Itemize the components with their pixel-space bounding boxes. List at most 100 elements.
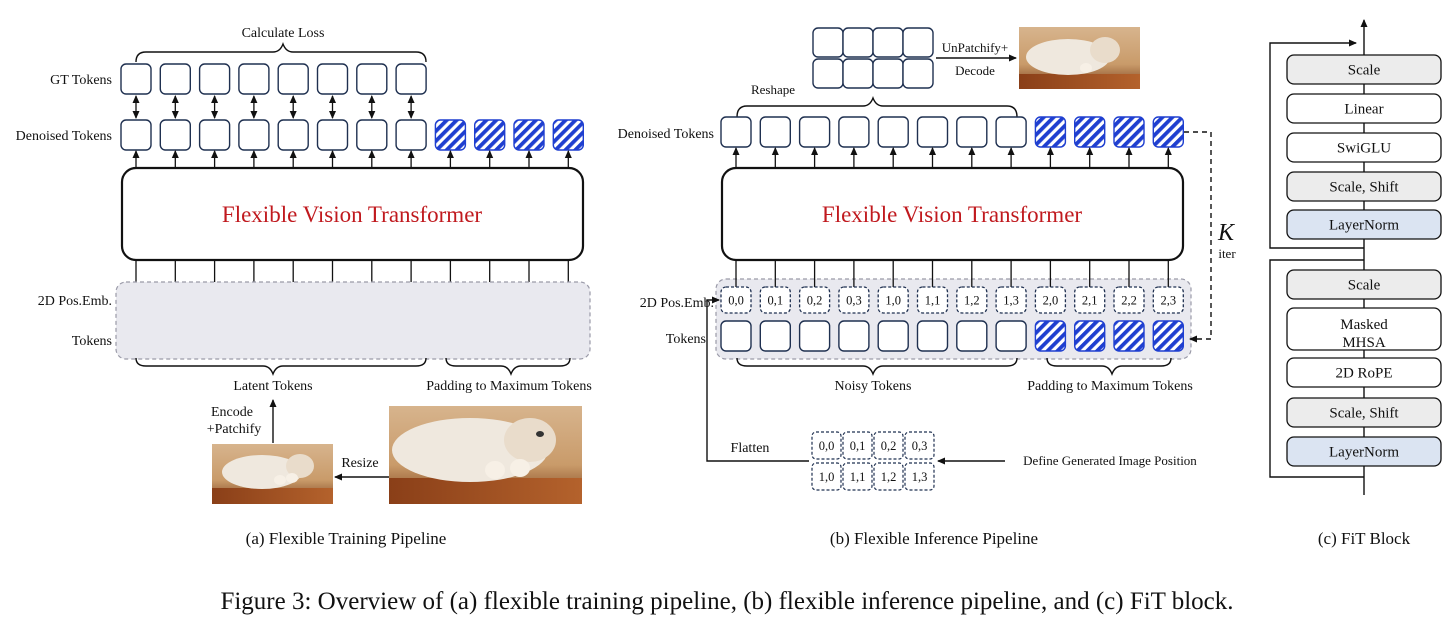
denoised-token: [356, 119, 388, 151]
figure-caption: Figure 3: Overview of (a) flexible train…: [220, 588, 1233, 615]
pos-emb-token: [1074, 286, 1106, 314]
pos-emb-token: [916, 286, 949, 314]
residual-connection-upper: [1269, 39, 1364, 249]
cat-photo-small: [212, 444, 333, 504]
grid-position-cell: [873, 462, 904, 491]
grid-position-cell: [904, 431, 935, 460]
fit-block-layernorm: [1286, 436, 1442, 467]
padding-brace: [445, 357, 571, 376]
denoised-padding-token: [1034, 116, 1067, 148]
fit-block-label: Scale, Shift: [1329, 406, 1399, 422]
denoised-tokens-label: Denoised Tokens: [16, 129, 112, 144]
denoised-padding-token: [434, 119, 467, 151]
padding-token: [1113, 320, 1145, 352]
fit-block-label-line2: MHSA: [1342, 335, 1386, 351]
reshape-grid-cell: [872, 58, 904, 89]
reshape-grid-cell: [842, 58, 874, 89]
k-label: K: [1217, 220, 1236, 246]
tokens-label: Tokens: [72, 334, 112, 349]
panel-a-subtitle: (a) Flexible Training Pipeline: [246, 529, 447, 548]
pos-emb-token: [1034, 286, 1067, 314]
pos-emb-text: 2,2: [1121, 294, 1137, 308]
denoised-token: [798, 116, 831, 148]
denoised-token: [916, 116, 949, 148]
denoised-padding-token: [474, 119, 506, 151]
tokens-label-b: Tokens: [666, 332, 706, 347]
denoised-token: [277, 119, 309, 151]
residual-connection-lower: [1269, 259, 1364, 478]
input-token: [916, 320, 949, 352]
grid-position-text: 1,3: [912, 470, 928, 484]
grid-position-text: 1,1: [850, 470, 866, 484]
denoised-token: [838, 116, 870, 148]
pos-emb-token: [720, 286, 752, 314]
pos-emb-token: [995, 286, 1027, 314]
fit-block-label: LayerNorm: [1329, 445, 1399, 461]
denoised-token: [238, 119, 270, 151]
padding-label-b: Padding to Maximum Tokens: [1027, 379, 1193, 394]
pos-emb-label-b: 2D Pos.Emb.: [640, 296, 714, 311]
fit-block-label: SwiGLU: [1337, 141, 1391, 157]
fit-block-label: 2D RoPE: [1335, 366, 1392, 382]
gt-token: [395, 63, 427, 95]
pos-emb-token: [1113, 286, 1145, 314]
pos-emb-token: [1152, 286, 1184, 314]
grid-position-cell: [811, 431, 842, 460]
reshape-grid-cell: [812, 27, 844, 58]
pos-emb-token: [877, 286, 909, 314]
grid-position-text: 1,2: [881, 470, 897, 484]
grid-position-cell: [842, 462, 873, 491]
pos-emb-text: 1,3: [1003, 294, 1019, 308]
pos-emb-text: 2,0: [1043, 294, 1059, 308]
panel-b-inference-pipeline: UnPatchify+ Decode Reshape Denoised Toke…: [618, 27, 1236, 548]
pos-emb-token: [759, 286, 791, 314]
grid-position-cell: [873, 431, 904, 460]
fit-block-label: Scale: [1348, 278, 1381, 294]
input-token: [798, 320, 831, 352]
patchify-label: +Patchify: [207, 422, 262, 437]
gt-token: [159, 63, 192, 95]
padding-label: Padding to Maximum Tokens: [426, 379, 592, 394]
denoised-padding-token: [1113, 116, 1145, 148]
fit-block-label-line1: Masked: [1340, 317, 1388, 333]
denoised-token: [995, 116, 1027, 148]
calculate-loss-label: Calculate Loss: [242, 26, 325, 41]
grid-position-cell: [811, 462, 842, 491]
flatten-arrow: [706, 296, 809, 462]
fit-block-label: LayerNorm: [1329, 218, 1399, 234]
pos-emb-text: 2,1: [1082, 294, 1098, 308]
fit-block-scale-shift: [1286, 397, 1442, 428]
pos-emb-text: 0,3: [846, 294, 862, 308]
denoised-token: [159, 119, 192, 151]
pos-emb-label: 2D Pos.Emb.: [38, 294, 112, 309]
grid-position-text: 1,0: [819, 470, 835, 484]
pos-emb-token: [956, 286, 988, 314]
input-token: [877, 320, 909, 352]
input-token: [995, 320, 1027, 352]
fit-block-swiglu: [1286, 132, 1442, 163]
pos-emb-text: 2,3: [1160, 294, 1176, 308]
reshape-brace: [736, 96, 1018, 118]
padding-brace-b: [1046, 357, 1172, 376]
resize-label: Resize: [341, 456, 378, 471]
pos-emb-text: 1,2: [964, 294, 980, 308]
padding-token: [1034, 320, 1067, 352]
iteration-loop-arrow: [1184, 131, 1212, 343]
denoised-token: [877, 116, 909, 148]
pos-emb-group: [115, 281, 591, 360]
padding-token: [1152, 320, 1185, 352]
pos-emb-group-b: [715, 278, 1192, 360]
reshape-grid-cell: [872, 27, 904, 58]
cat-photo-output: [1019, 27, 1140, 89]
grid-position-text: 0,3: [912, 439, 928, 453]
grid-position-cell: [904, 462, 935, 491]
gt-token: [316, 63, 349, 95]
grid-position-text: 0,2: [881, 439, 897, 453]
fit-block-label: Scale: [1348, 63, 1381, 79]
reshape-grid-cell: [902, 27, 934, 58]
gt-token: [277, 63, 309, 95]
denoised-padding-token: [1152, 116, 1185, 148]
latent-tokens-brace: [135, 357, 427, 376]
pos-emb-text: 0,1: [767, 294, 783, 308]
